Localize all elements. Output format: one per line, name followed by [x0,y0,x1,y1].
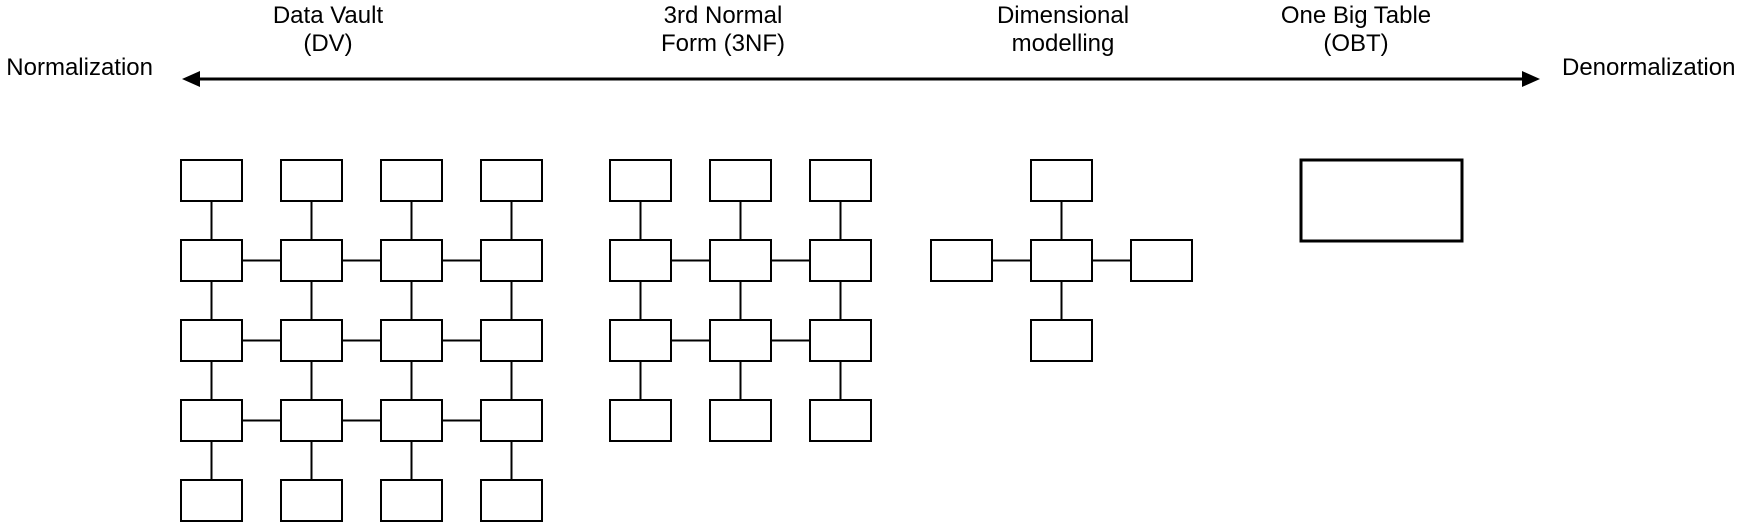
denormalization-label: Denormalization [1562,54,1736,81]
entity-box [809,319,872,362]
entity-box [709,159,772,202]
entity-box [280,239,343,282]
label-line-1: Dimensional [996,2,1130,29]
arrowhead-left-icon [182,71,200,87]
label-one-big-table: One Big Table (OBT) [1236,2,1476,58]
entity-box [1030,159,1093,202]
entity-box [609,319,672,362]
normalization-label: Normalization [6,54,153,81]
entity-box [180,399,243,442]
normalization-axis-arrow [182,71,1540,87]
entity-box [280,159,343,202]
entity-box [480,319,543,362]
schema-shapes-group [180,158,1464,522]
arrowhead-right-icon [1522,71,1540,87]
entity-box [380,479,443,522]
entity-box [180,479,243,522]
entity-box [609,159,672,202]
entity-box [930,239,993,282]
label-line-2: (OBT) [1323,30,1389,57]
entity-box [809,239,872,282]
label-line-2: Form (3NF) [661,30,785,57]
entity-box [380,239,443,282]
entity-box [709,239,772,282]
entity-box [380,319,443,362]
entity-box [280,399,343,442]
entity-box [380,399,443,442]
label-line-2: modelling [1011,30,1115,57]
entity-box [180,239,243,282]
entity-box [180,319,243,362]
entity-box [480,479,543,522]
entity-box [709,319,772,362]
entity-box [1130,239,1193,282]
entity-box [1030,239,1093,282]
entity-box [1299,158,1464,243]
label-3nf: 3rd Normal Form (3NF) [603,2,843,58]
label-line-1: One Big Table [1280,2,1432,29]
label-dimensional-modelling: Dimensional modelling [943,2,1183,58]
entity-box [1030,319,1093,362]
entity-box [480,239,543,282]
entity-box [280,479,343,522]
label-line-2: (DV) [303,30,353,57]
entity-box [809,159,872,202]
label-line-1: Data Vault [272,2,384,29]
entity-box [709,399,772,442]
entity-box [480,399,543,442]
entity-box [380,159,443,202]
entity-box [609,399,672,442]
entity-box [280,319,343,362]
label-data-vault: Data Vault (DV) [208,2,448,58]
entity-box [809,399,872,442]
label-line-1: 3rd Normal [663,2,783,29]
entity-box [480,159,543,202]
entity-box [180,159,243,202]
entity-box [609,239,672,282]
